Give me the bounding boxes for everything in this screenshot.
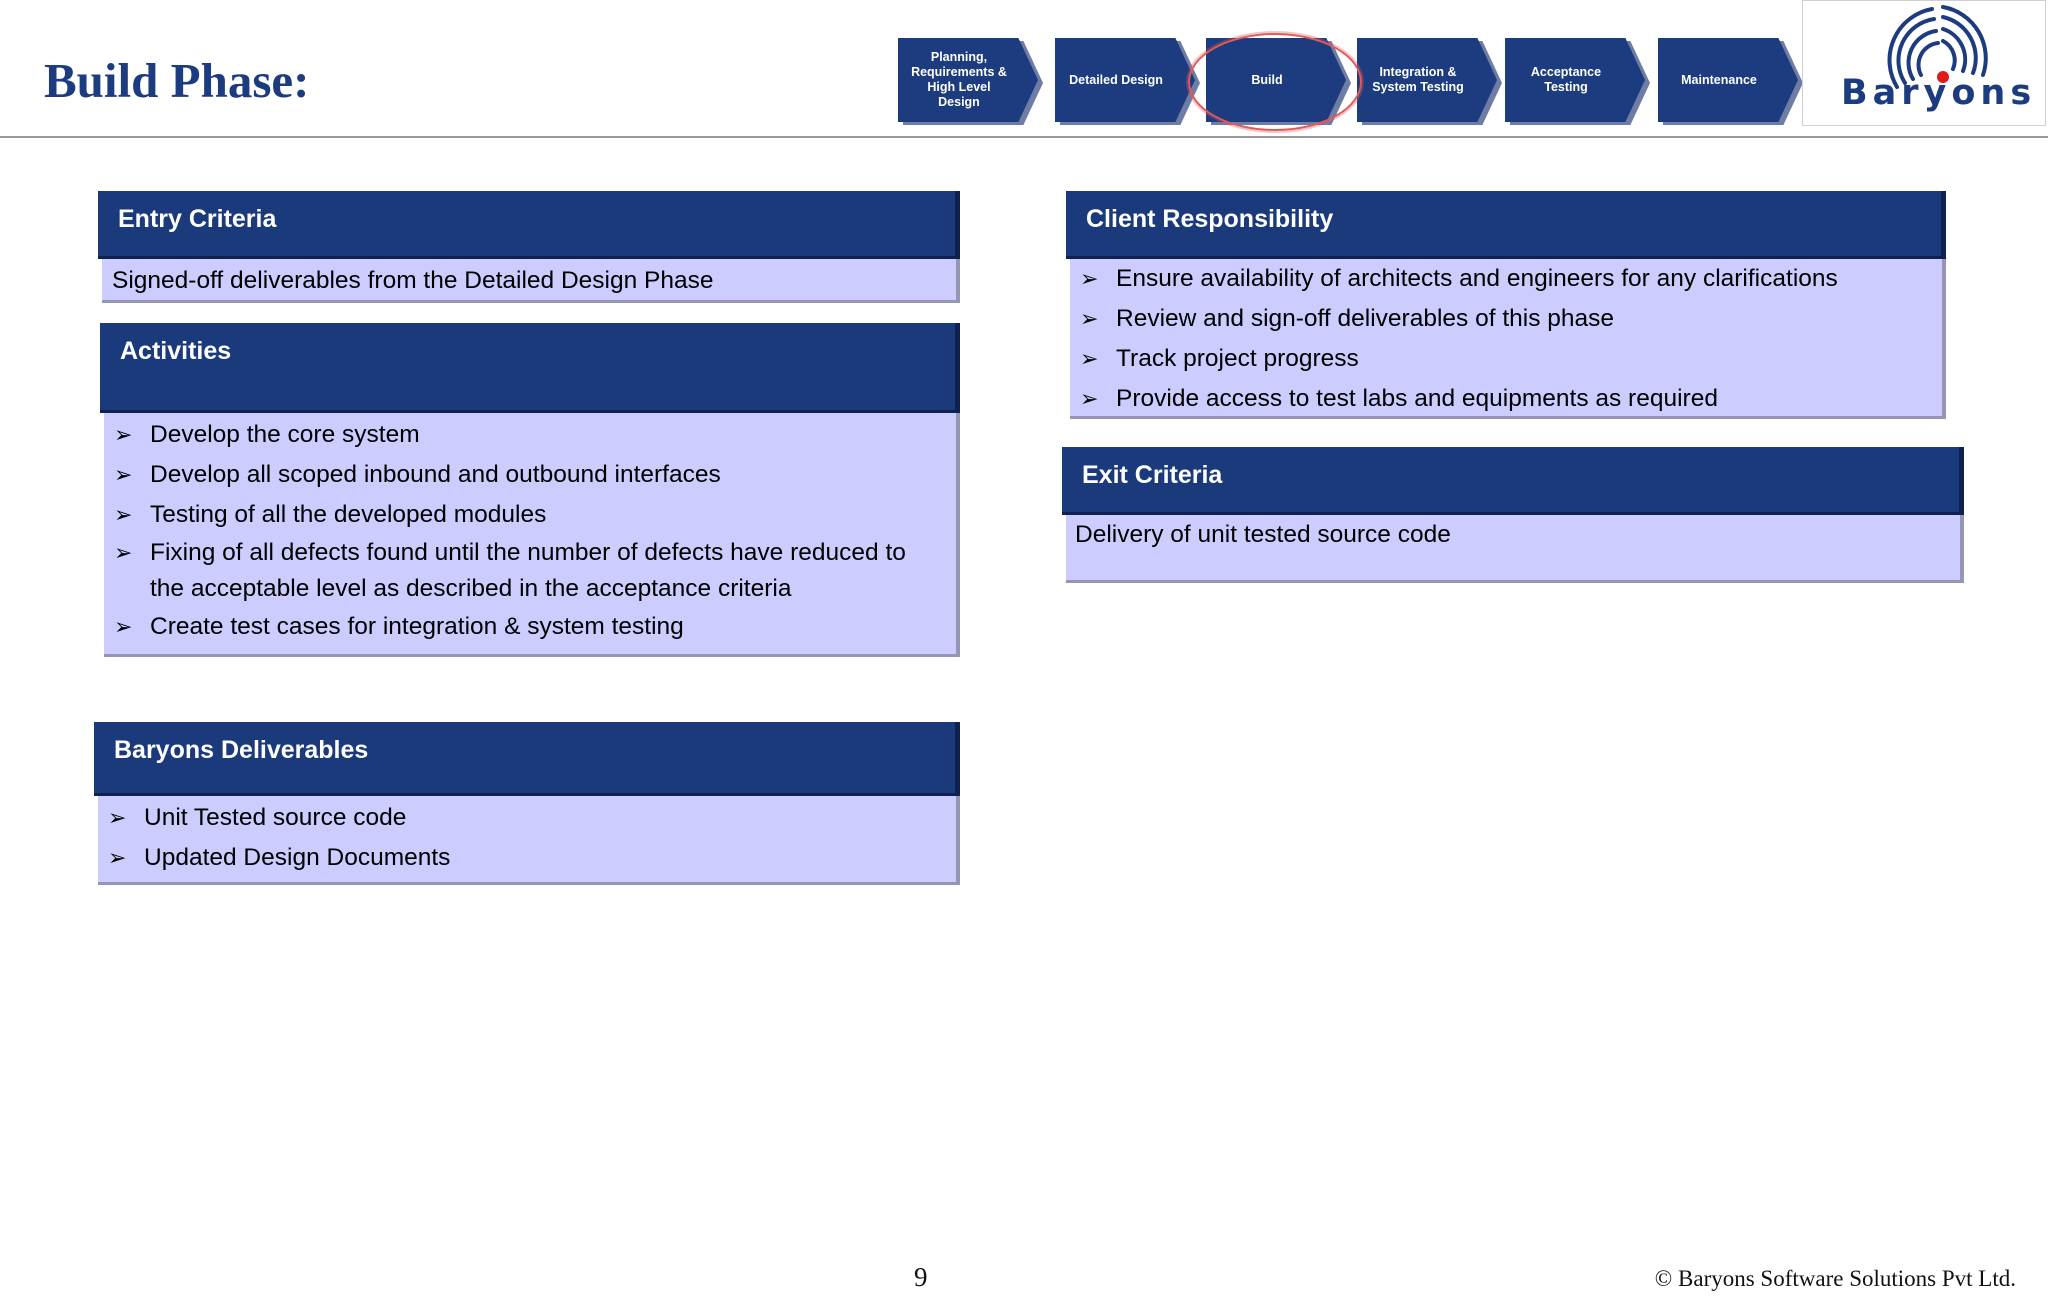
copyright-notice: © Baryons Software Solutions Pvt Ltd. [1654,1266,2016,1291]
logo-text: Baryons [1841,73,2037,113]
arrow-bullet-icon: ➢ [1080,346,1099,371]
company-logo: Baryons [1802,0,2046,126]
exit-criteria-heading: Exit Criteria [1062,447,1964,515]
list-item: ➢Develop the core system [104,415,940,455]
arrow-bullet-icon: ➢ [114,462,133,487]
client-responsibility-heading: Client Responsibility [1066,191,1946,259]
list-item: ➢Updated Design Documents [98,838,956,878]
arrow-bullet-icon: ➢ [114,502,133,527]
list-item: ➢Provide access to test labs and equipme… [1070,379,1942,419]
exit-criteria-text: Delivery of unit tested source code [1075,521,1451,548]
list-item: ➢Develop all scoped inbound and outbound… [104,455,940,495]
exit-criteria-body: Delivery of unit tested source code [1066,515,1964,583]
arrow-bullet-icon: ➢ [114,614,133,639]
entry-criteria-body: Signed-off deliverables from the Detaile… [102,259,960,303]
client-responsibility-panel: Client Responsibility ➢Ensure availabili… [1066,191,1946,419]
deliverables-panel: Baryons Deliverables ➢Unit Tested source… [94,722,960,885]
list-item: ➢Create test cases for integration & sys… [104,607,940,647]
deliverables-list: ➢Unit Tested source code ➢Updated Design… [98,798,956,878]
deliverables-body: ➢Unit Tested source code ➢Updated Design… [98,796,960,885]
list-item: ➢Track project progress [1070,339,1942,379]
activities-heading: Activities [100,323,960,413]
entry-criteria-text: Signed-off deliverables from the Detaile… [112,267,714,294]
arrow-bullet-icon: ➢ [114,540,133,565]
arrow-bullet-icon: ➢ [1080,386,1099,411]
phase-integration-testing: Integration & System Testing [1357,38,1497,122]
arrow-bullet-icon: ➢ [108,845,127,870]
phase-acceptance-testing: Acceptance Testing [1505,38,1645,122]
client-responsibility-list: ➢Ensure availability of architects and e… [1070,259,1942,419]
list-item: ➢Review and sign-off deliverables of thi… [1070,299,1942,339]
activities-body: ➢Develop the core system ➢Develop all sc… [104,413,960,657]
arrow-bullet-icon: ➢ [1080,266,1099,291]
exit-criteria-panel: Exit Criteria Delivery of unit tested so… [1062,447,1964,583]
arrow-bullet-icon: ➢ [1080,306,1099,331]
current-phase-highlight [1188,33,1362,131]
entry-criteria-heading: Entry Criteria [98,191,960,259]
phase-detailed-design: Detailed Design [1055,38,1195,122]
arrow-bullet-icon: ➢ [108,805,127,830]
activities-panel: Activities ➢Develop the core system ➢Dev… [100,323,960,657]
logo-waves-icon [1887,5,1988,89]
phase-planning: Planning, Requirements & High Level Desi… [898,38,1038,122]
list-item: ➢Testing of all the developed modules [104,495,940,535]
list-item: ➢Unit Tested source code [98,798,956,838]
entry-criteria-panel: Entry Criteria Signed-off deliverables f… [98,191,960,303]
deliverables-heading: Baryons Deliverables [94,722,960,796]
page-title: Build Phase: [44,53,310,108]
list-item: ➢Ensure availability of architects and e… [1070,259,1942,299]
client-responsibility-body: ➢Ensure availability of architects and e… [1070,259,1946,419]
arrow-bullet-icon: ➢ [114,422,133,447]
header-divider [0,136,2048,138]
list-item: ➢Fixing of all defects found until the n… [104,535,940,607]
page-number: 9 [914,1262,928,1292]
activities-list: ➢Develop the core system ➢Develop all sc… [104,415,940,647]
phase-maintenance: Maintenance [1658,38,1798,122]
